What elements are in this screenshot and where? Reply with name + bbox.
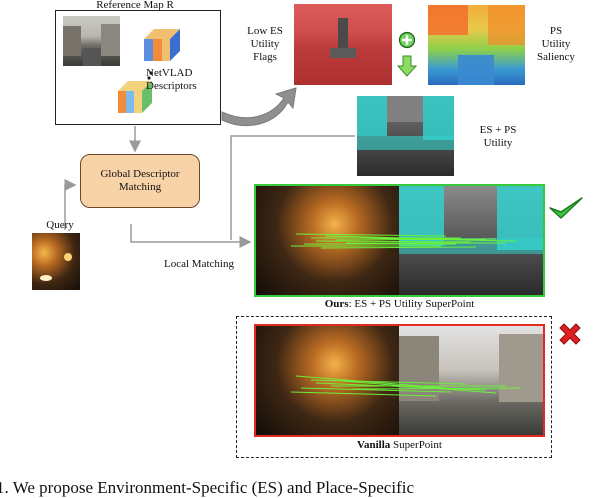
query-label: Query — [46, 219, 74, 231]
reference-map-title: Reference Map R — [96, 0, 174, 11]
utility-to-ours-arrow — [230, 135, 355, 240]
vanilla-matching-panel — [254, 324, 545, 437]
ps-saliency-image — [428, 5, 525, 85]
global-descriptor-matching-box: Global Descriptor Matching — [80, 154, 200, 208]
netvlad-label: NetVLAD Descriptors — [146, 67, 197, 92]
local-matching-label: Local Matching — [164, 258, 234, 270]
check-mark-icon — [549, 197, 583, 219]
query-photo — [32, 233, 80, 290]
caption-body-text: 1. We propose Environment-Specific (ES) … — [0, 478, 414, 497]
ours-caption: Ours: ES + PS Utility SuperPoint — [324, 298, 475, 310]
cross-mark-icon — [559, 323, 581, 345]
curved-arrow-icon — [221, 87, 297, 127]
ours-query-image — [256, 186, 399, 295]
es-ps-utility-image — [357, 96, 454, 176]
plus-circle-icon — [398, 31, 416, 49]
query-to-matching-arrow — [64, 179, 77, 230]
vanilla-dashed-frame — [236, 316, 552, 458]
reference-map-box: NetVLAD Descriptors — [55, 10, 221, 125]
vanilla-match-lines — [290, 375, 522, 397]
vanilla-reference-image — [399, 326, 543, 435]
descriptor-cubes-icon — [118, 29, 180, 113]
vanilla-caption: Vanilla SuperPoint — [357, 439, 442, 451]
ours-match-lines — [291, 233, 517, 249]
ours-matching-panel — [254, 184, 545, 297]
matching-to-ours-arrow — [130, 224, 252, 248]
down-arrow-icon — [396, 55, 418, 77]
reference-photo — [63, 16, 120, 66]
low-es-flags-image — [294, 4, 392, 85]
combine-symbols — [396, 31, 418, 77]
